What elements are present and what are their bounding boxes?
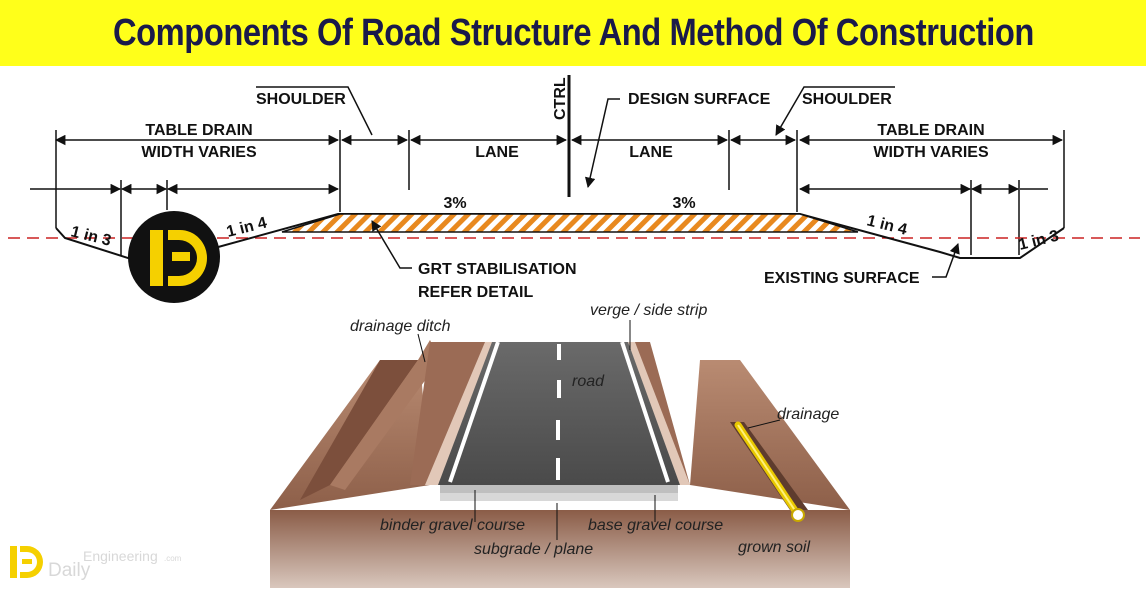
page-title: Components Of Road Structure And Method …	[112, 11, 1034, 54]
shoulder-left-leader	[256, 86, 373, 136]
binder-label: binder gravel course	[380, 517, 525, 534]
grt-leader	[371, 220, 412, 269]
table-drain-left-line1: TABLE DRAIN	[145, 122, 252, 139]
drainage-ditch-label: drainage ditch	[350, 318, 451, 335]
table-drain-right-line1: TABLE DRAIN	[877, 122, 984, 139]
base-label: base gravel course	[588, 517, 723, 534]
asphalt-road	[438, 342, 680, 485]
de-logo-badge	[128, 211, 220, 303]
batter-right-outer-label: 1 in 3	[1017, 227, 1061, 253]
title-banner: Components Of Road Structure And Method …	[0, 0, 1146, 66]
slope-left-label: 3%	[443, 195, 466, 212]
existing-surface-leader	[932, 243, 960, 278]
existing-surface-label: EXISTING SURFACE	[764, 270, 920, 287]
drainage-label: drainage	[777, 406, 839, 423]
extension-ticks	[55, 130, 1065, 255]
centre-dashes	[556, 344, 561, 480]
grt-note-line2: REFER DETAIL	[418, 284, 533, 301]
lane-right-label: LANE	[629, 144, 673, 161]
drainage-ditch-shape	[300, 360, 418, 500]
edge-line-right	[620, 341, 670, 483]
pavement-layer	[281, 213, 859, 233]
ground-block-front	[270, 510, 850, 588]
grown-soil-label: grown soil	[738, 539, 810, 556]
verge-right	[625, 342, 690, 485]
brand-name: Daily	[48, 560, 91, 581]
design-surface-leader	[584, 98, 620, 189]
brand-site: Engineering	[83, 548, 158, 564]
batter-left-inner-label: 1 in 4	[225, 214, 269, 240]
shoulder-right-leader	[775, 86, 895, 136]
shoulder-left-label: SHOULDER	[256, 91, 346, 108]
brand-tld: .com	[164, 554, 182, 563]
slope-right-label: 3%	[672, 195, 695, 212]
ground-right	[690, 360, 850, 510]
verge-left	[425, 342, 495, 485]
subgrade-label: subgrade / plane	[474, 541, 593, 558]
edge-line-left	[448, 341, 500, 483]
base-layer	[440, 493, 678, 501]
road-3d-illustration: drainage ditch verge / side strip road d…	[270, 302, 850, 588]
lane-left-label: LANE	[475, 144, 519, 161]
cross-section: SHOULDER SHOULDER DESIGN SURFACE CTRL TA…	[8, 75, 1140, 301]
ctrl-label: CTRL	[552, 77, 569, 120]
brand-watermark: Daily Engineering .com	[10, 546, 182, 581]
verge-label: verge / side strip	[590, 302, 707, 319]
binder-layer	[440, 485, 678, 493]
table-drain-right-line2: WIDTH VARIES	[873, 144, 989, 161]
road-label: road	[572, 373, 605, 390]
grt-note-line1: GRT STABILISATION	[418, 261, 577, 278]
shoulder-right-label: SHOULDER	[802, 91, 892, 108]
table-drain-left-line2: WIDTH VARIES	[141, 144, 257, 161]
design-surface-label: DESIGN SURFACE	[628, 91, 771, 108]
batter-right-inner-label: 1 in 4	[865, 212, 909, 238]
